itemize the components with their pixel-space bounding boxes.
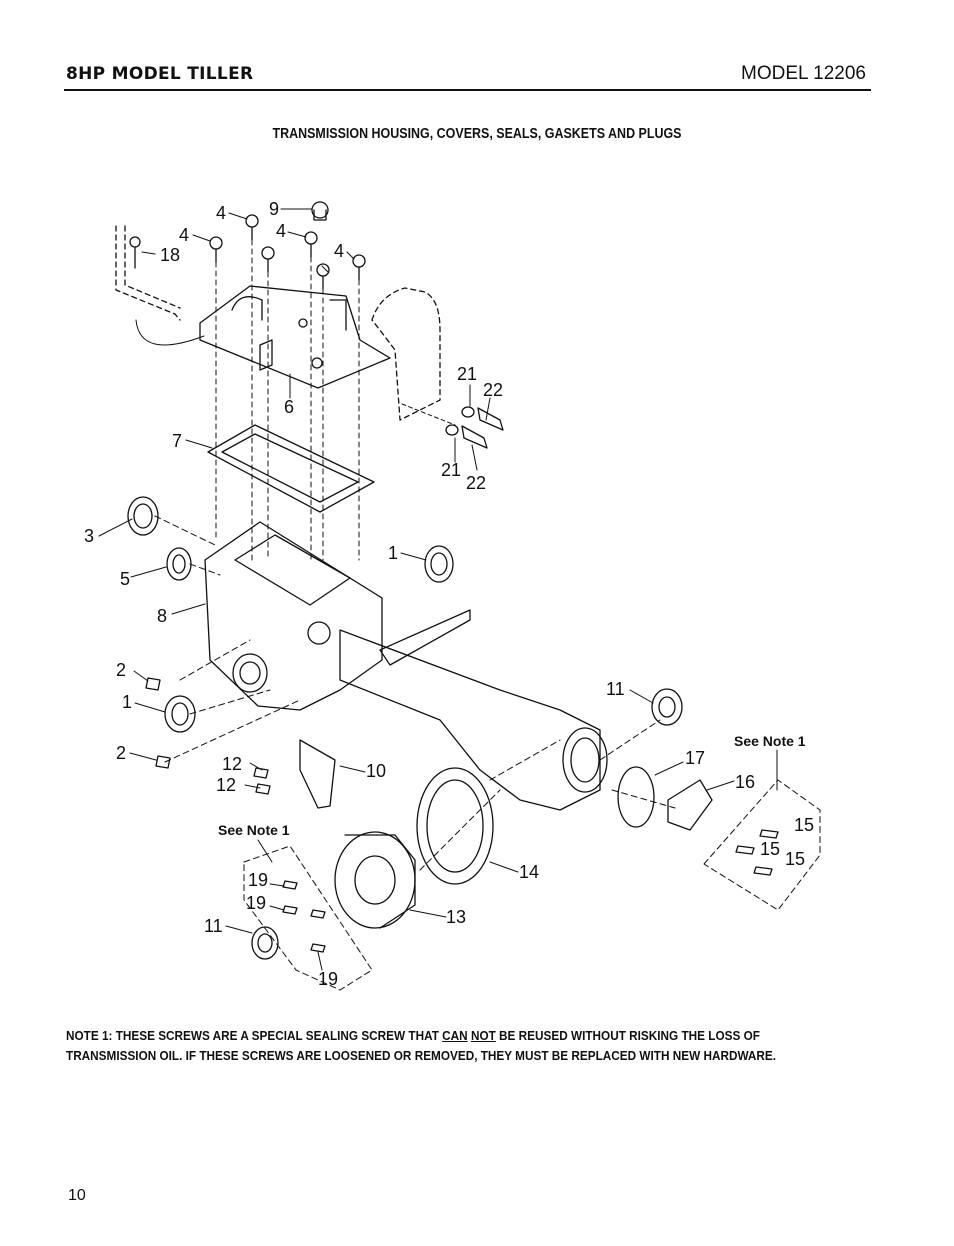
callout-3: 3	[84, 526, 94, 546]
callout-21: 21	[441, 460, 461, 480]
callout-2: 2	[116, 743, 126, 763]
callout-11: 11	[204, 916, 223, 936]
part-13-hub-cover	[334, 831, 416, 929]
callout-12: 12	[216, 775, 236, 795]
callout-18: 18	[160, 245, 180, 265]
rear-bracket	[371, 287, 504, 449]
callout-10: 10	[366, 761, 386, 781]
callout-2: 2	[116, 660, 126, 680]
part-2-plug-upper	[145, 677, 161, 691]
callout-16: 16	[735, 772, 755, 792]
axle-tube	[339, 609, 608, 811]
callout-14: 14	[519, 862, 539, 882]
part-2-plug-lower	[155, 755, 171, 769]
part-10-bracket	[299, 739, 336, 809]
header-rule	[64, 89, 871, 91]
callout-15: 15	[760, 839, 780, 859]
diagram-title: TRANSMISSION HOUSING, COVERS, SEALS, GAS…	[272, 126, 682, 142]
note-line-2: TRANSMISSION OIL. IF THESE SCREWS ARE LO…	[66, 1048, 777, 1063]
callout-22: 22	[483, 380, 503, 400]
note-line-1: NOTE 1: THESE SCREWS ARE A SPECIAL SEALI…	[66, 1026, 863, 1046]
callout-4: 4	[216, 203, 226, 223]
callout-13: 13	[446, 907, 466, 927]
part-6-top-cover	[199, 285, 391, 389]
page-number: 10	[68, 1187, 86, 1204]
callout-15: 15	[794, 815, 814, 835]
callout-6: 6	[284, 397, 294, 417]
callout-4: 4	[276, 221, 286, 241]
part-5-seal	[166, 547, 192, 581]
see-note-label-right: See Note 1	[734, 733, 806, 749]
callout-17: 17	[685, 748, 705, 768]
cover-bolts	[209, 201, 366, 290]
callout-9: 9	[269, 199, 279, 219]
callout-5: 5	[120, 569, 130, 589]
callout-21: 21	[457, 364, 477, 384]
part-18-bracket	[115, 225, 181, 321]
note-1: NOTE 1: THESE SCREWS ARE A SPECIAL SEALI…	[66, 1026, 863, 1066]
see-note-label-left: See Note 1	[218, 822, 290, 838]
part-17-gasket	[617, 766, 655, 828]
page-header-model: MODEL 12206	[741, 63, 866, 84]
part-1-seal-upper	[424, 545, 454, 583]
part-7-gasket	[207, 424, 375, 513]
callout-1: 1	[388, 543, 398, 563]
part-16-cover	[667, 779, 713, 831]
callout-12: 12	[222, 754, 242, 774]
callout-7: 7	[172, 431, 182, 451]
callout-22: 22	[466, 473, 486, 493]
callout-1: 1	[122, 692, 132, 712]
page-header-title: 8HP MODEL TILLER	[66, 64, 254, 84]
callout-19: 19	[248, 870, 268, 890]
note-line1-rest: BE REUSED WITHOUT RISKING THE LOSS OF	[495, 1028, 760, 1043]
callout-15: 15	[785, 849, 805, 869]
part-11-seal-right	[651, 688, 683, 726]
part-8-housing	[204, 521, 383, 711]
part-1-seal-lower	[164, 695, 196, 733]
note-emph-not: NOT	[470, 1028, 496, 1043]
part-3-seal	[127, 496, 159, 536]
callout-11: 11	[606, 679, 625, 699]
note-prefix: NOTE 1: THESE SCREWS ARE A SPECIAL SEALI…	[66, 1028, 443, 1043]
part-11-seal-left	[251, 926, 279, 960]
callout-4: 4	[334, 241, 344, 261]
callout-8: 8	[157, 606, 167, 626]
callout-19: 19	[318, 969, 338, 989]
part-14-gasket	[416, 767, 494, 885]
note-emph-can: CAN	[442, 1028, 468, 1043]
callout-4: 4	[179, 225, 189, 245]
callout-19: 19	[246, 893, 266, 913]
